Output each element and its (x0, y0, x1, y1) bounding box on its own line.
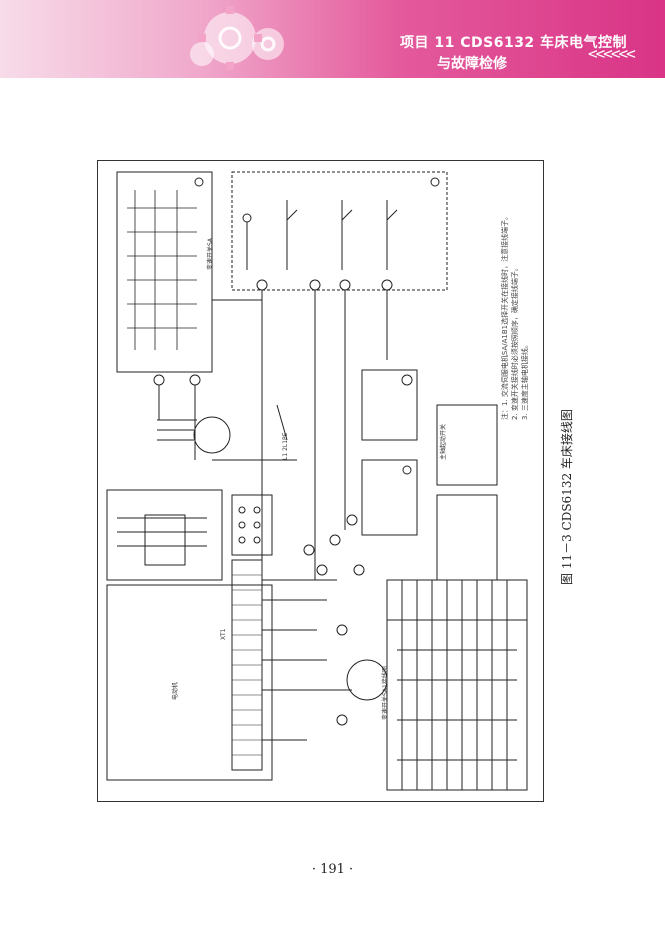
control-box (231, 171, 448, 291)
page-number: · 191 · (311, 862, 354, 877)
chevrons-icon: <<<<<< (588, 44, 636, 63)
wiring-diagram: 变速开关SA L1 2L1PE XT1 电动机 变速开关SA1接线图 主轴起动开… (106, 171, 528, 791)
note-3: 3. 三速度主轴电机接线。 (521, 341, 529, 420)
sa1-wiring-table (386, 579, 528, 791)
figure-frame (97, 160, 544, 802)
sa1-table-label: 变速开关SA1接线图 (381, 666, 389, 720)
switch-box-sa2 (361, 369, 418, 441)
motor-text: 电动机 (171, 682, 179, 700)
note-1: 注：1. 交流伺服电机SA/A1B1选择开关在接线时，注意接线端子。 (501, 212, 509, 420)
chapter-title: 项目 11 CDS6132 车床电气控制 (400, 35, 628, 51)
control-switch-box (436, 494, 498, 581)
switch-box-sa3 (361, 459, 418, 536)
spindle-motor-symbol (193, 416, 231, 454)
spindle-start-box (436, 404, 498, 486)
figure-caption: 图 11－3 CDS6132 车床接线图 (560, 409, 574, 585)
chapter-subtitle: 与故障检修 (437, 56, 507, 72)
changeover-label: 变速开关SA (206, 237, 214, 270)
power-input-box (106, 489, 223, 581)
pump-motor-symbol (346, 659, 388, 701)
fuse-block (231, 494, 273, 556)
gear-decoration-icon (190, 6, 284, 70)
xt1-label: XT1 (220, 628, 227, 640)
changeover-switch-box (116, 171, 213, 373)
terminal-block-box (106, 584, 273, 781)
note-2: 2. 变速开关接线时必须按照顺序，确定接线端子。 (511, 264, 519, 420)
spindle-start-label: 主轴起动开关 (439, 424, 447, 460)
l1-label: L1 2L1PE (282, 432, 289, 460)
figure-notes: 注：1. 交流伺服电机SA/A1B1选择开关在接线时，注意接线端子。 2. 变速… (500, 213, 530, 420)
page-header: 项目 11 CDS6132 车床电气控制 与故障检修 <<<<<< (0, 0, 665, 78)
